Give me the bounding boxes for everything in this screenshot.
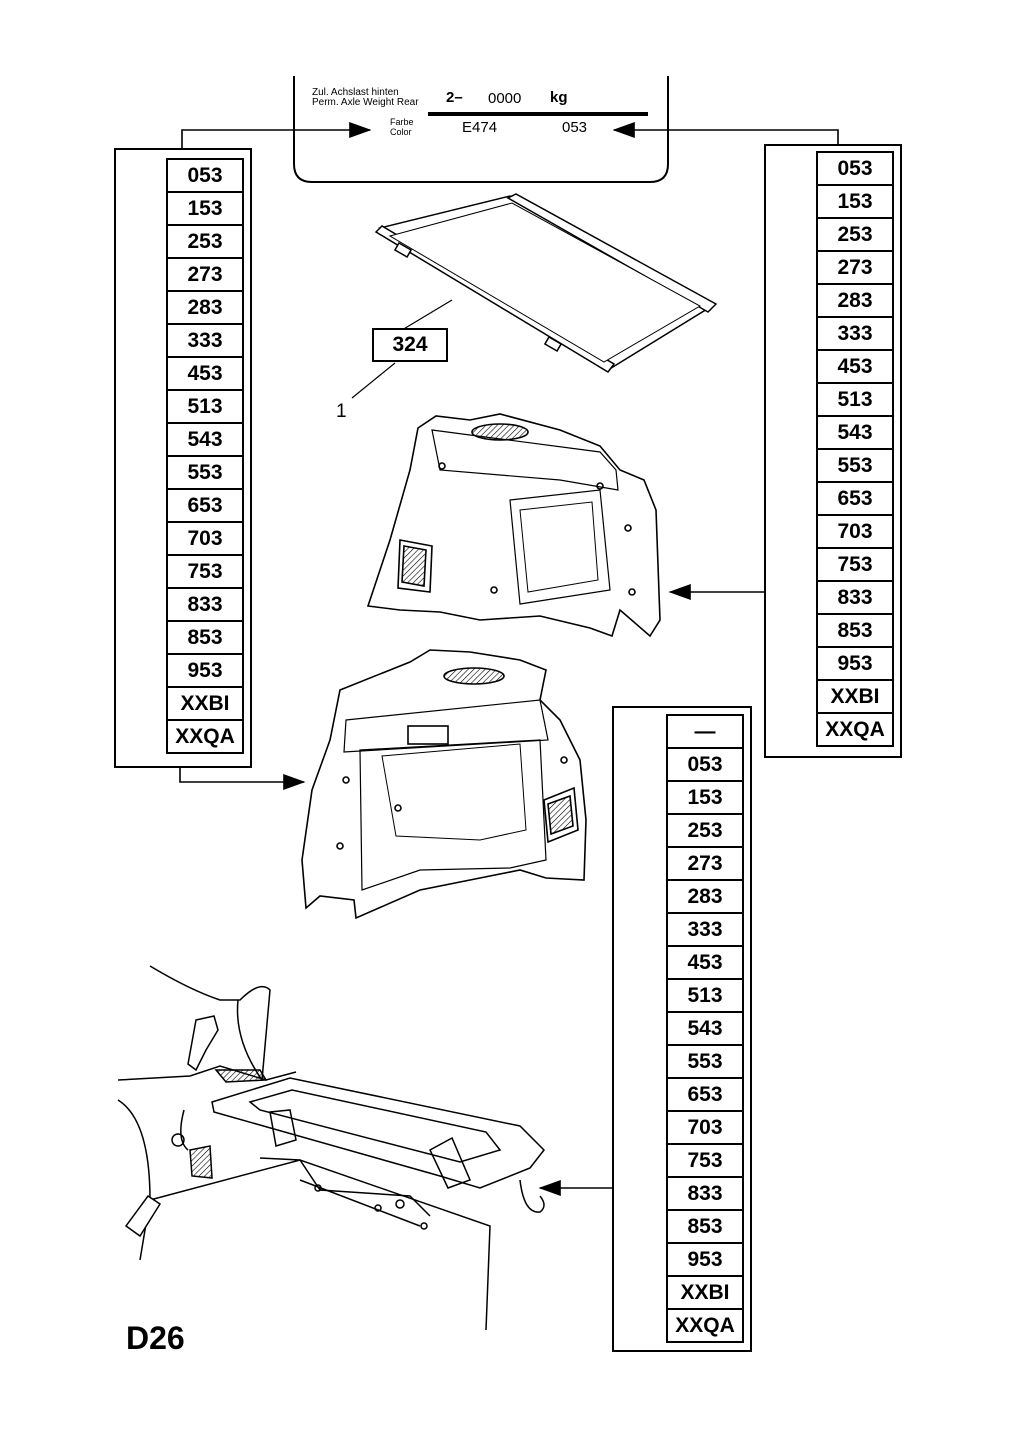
- variant-code-cell: 513: [666, 978, 744, 1013]
- color-number: 053: [562, 119, 588, 136]
- variant-code-cell: 703: [816, 514, 894, 549]
- variant-code-cell: XXBI: [666, 1275, 744, 1310]
- side-trim-panel-left-drawing: [301, 649, 587, 920]
- variant-code-cell: 273: [166, 257, 244, 292]
- variant-code-cell: 283: [816, 283, 894, 318]
- variant-code-cell: 653: [166, 488, 244, 523]
- axle-unit: kg: [550, 89, 568, 106]
- variant-code-cell: 543: [666, 1011, 744, 1046]
- variant-code-cell: 333: [816, 316, 894, 351]
- variant-code-cell: 833: [666, 1176, 744, 1211]
- variant-code-cell: XXQA: [166, 719, 244, 754]
- cover-part-code: 324: [372, 328, 448, 362]
- page-id: D26: [126, 1320, 185, 1356]
- variant-code-cell: 453: [666, 945, 744, 980]
- axle-prefix: 2–: [446, 89, 463, 106]
- variant-code-cell: 253: [666, 813, 744, 848]
- variant-code-cell: 053: [666, 747, 744, 782]
- variant-code-cell: XXQA: [666, 1308, 744, 1343]
- axle-label-de: Zul. Achslast hinten: [312, 87, 399, 98]
- variant-code-cell: 853: [816, 613, 894, 648]
- variant-code-cell: 333: [166, 323, 244, 358]
- variant-code-cell: 273: [666, 846, 744, 881]
- callout-1: 1: [336, 401, 347, 422]
- variant-code-cell: 453: [816, 349, 894, 384]
- variant-code-cell: 953: [166, 653, 244, 688]
- variant-code-cell: 543: [816, 415, 894, 450]
- variant-code-cell: 543: [166, 422, 244, 457]
- variant-code-cell: 253: [166, 224, 244, 259]
- variant-code-cell: 153: [666, 780, 744, 815]
- bracket-arrows: [179, 584, 764, 1196]
- variant-code-cell: 653: [666, 1077, 744, 1112]
- variant-code-cell: 283: [666, 879, 744, 914]
- variant-code-cell: 753: [666, 1143, 744, 1178]
- variant-code-cell: 333: [666, 912, 744, 947]
- variant-code-cell: 553: [166, 455, 244, 490]
- variant-code-cell: 053: [166, 158, 244, 193]
- variant-code-cell: 453: [166, 356, 244, 391]
- variant-code-cell: 953: [816, 646, 894, 681]
- variant-code-cell: 513: [816, 382, 894, 417]
- variant-code-cell: 153: [816, 184, 894, 219]
- color-code: E474: [462, 119, 498, 136]
- variant-code-cell: 053: [816, 151, 894, 186]
- variant-code-cell: 283: [166, 290, 244, 325]
- variant-code-cell: 153: [166, 191, 244, 226]
- plate-arrows: [181, 122, 839, 148]
- luggage-cover-drawing: [374, 193, 718, 373]
- variant-code-cell: —: [666, 714, 744, 749]
- axle-label-en: Perm. Axle Weight Rear: [312, 97, 419, 108]
- variant-code-cell: XXBI: [166, 686, 244, 721]
- variant-code-cell: 853: [166, 620, 244, 655]
- variant-code-cell: 953: [666, 1242, 744, 1277]
- variant-code-cell: 553: [816, 448, 894, 483]
- label-plate: [293, 76, 669, 183]
- variant-code-cell: XXQA: [816, 712, 894, 747]
- variant-code-cell: 653: [816, 481, 894, 516]
- variant-code-cell: XXBI: [816, 679, 894, 714]
- variant-code-cell: 513: [166, 389, 244, 424]
- variant-code-cell: 703: [166, 521, 244, 556]
- color-label-en: Color: [390, 127, 412, 137]
- axle-value: 0000: [488, 90, 522, 107]
- variant-code-cell: 833: [166, 587, 244, 622]
- side-trim-panel-right-drawing: [366, 413, 661, 638]
- variant-code-cell: 253: [816, 217, 894, 252]
- variant-code-cell: 753: [166, 554, 244, 589]
- variant-code-cell: 703: [666, 1110, 744, 1145]
- variant-code-cell: 273: [816, 250, 894, 285]
- variant-code-cell: 753: [816, 547, 894, 582]
- color-label-de: Farbe: [390, 117, 414, 127]
- trunk-floor-drawing: [117, 965, 545, 1331]
- variant-code-cell: 853: [666, 1209, 744, 1244]
- variant-code-cell: 833: [816, 580, 894, 615]
- variant-code-cell: 553: [666, 1044, 744, 1079]
